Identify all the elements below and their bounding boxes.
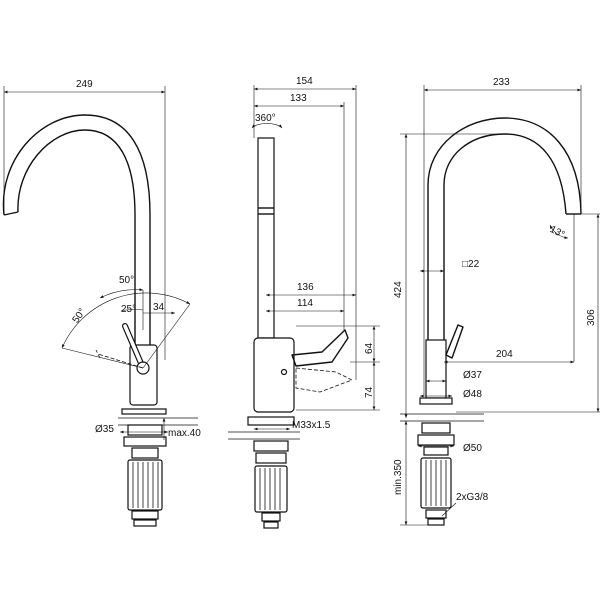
side-thread-label: M33x1.5 bbox=[292, 420, 331, 431]
side-body bbox=[253, 337, 295, 413]
side-handle-height-label: 64 bbox=[364, 342, 375, 354]
profile-outlet-height-label: 306 bbox=[586, 309, 597, 326]
profile-height-label: 424 bbox=[393, 281, 404, 298]
front-offset-label: 34 bbox=[153, 302, 165, 313]
front-base-dia-label: Ø35 bbox=[95, 424, 114, 435]
front-spout bbox=[2, 114, 151, 360]
profile-outlet-reach-label: 204 bbox=[496, 349, 513, 360]
front-angle-inner-label: 25° bbox=[121, 304, 136, 315]
profile-dia-base-label: Ø48 bbox=[463, 389, 482, 400]
profile-view bbox=[400, 85, 600, 526]
front-angle-top-label: 50° bbox=[119, 275, 134, 286]
profile-dia-hole-label: Ø50 bbox=[463, 443, 482, 454]
side-body-reach-label: 114 bbox=[297, 298, 313, 309]
profile-reach-label: 233 bbox=[493, 77, 510, 88]
side-depth-label: 154 bbox=[296, 76, 313, 87]
front-angle-left-label: 50° bbox=[71, 307, 89, 326]
side-handle-reach-label: 136 bbox=[297, 282, 314, 293]
profile-square-label: □22 bbox=[462, 259, 480, 270]
side-spout bbox=[257, 137, 275, 339]
profile-min-length-label: min.350 bbox=[393, 459, 404, 495]
side-spout-depth-label: 133 bbox=[290, 93, 307, 104]
profile-tilt-label: 13° bbox=[548, 224, 567, 241]
profile-spout bbox=[427, 117, 582, 395]
side-body-height-label: 74 bbox=[364, 386, 375, 398]
side-view bbox=[228, 85, 380, 529]
profile-dia-body-label: Ø37 bbox=[463, 370, 482, 381]
front-max-label: max.40 bbox=[168, 428, 201, 439]
profile-hoses-label: 2xG3/8 bbox=[456, 492, 489, 503]
front-view bbox=[2, 86, 198, 527]
front-width-label: 249 bbox=[76, 79, 93, 90]
side-rotation-label: 360° bbox=[255, 113, 276, 124]
profile-body bbox=[425, 339, 447, 399]
